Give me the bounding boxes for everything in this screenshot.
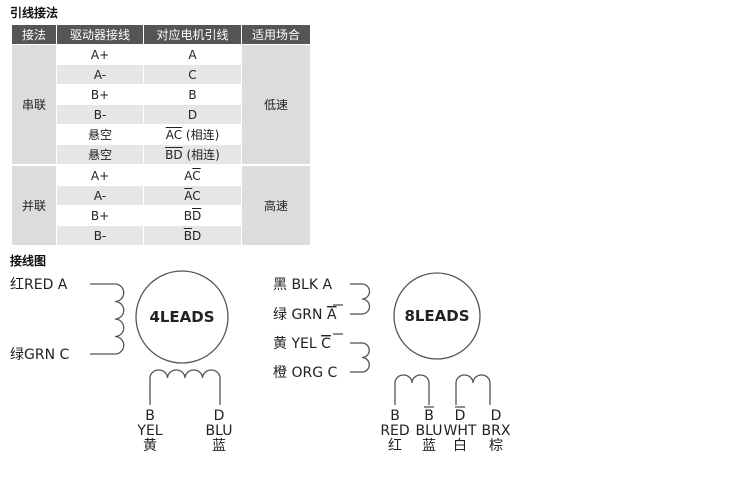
lead-label-red-a: 红RED A <box>10 277 68 293</box>
table-row: A- AC <box>12 185 311 206</box>
table-row: 并联 A+ AC 高速 <box>11 164 311 246</box>
section-title-wiring-method: 引线接法 <box>10 6 59 20</box>
motor-cell: AC (相连) <box>143 124 242 145</box>
lead-cn-blue8: 蓝 <box>422 438 436 454</box>
driver-cell: B+ <box>56 205 144 226</box>
coil-c <box>361 342 370 373</box>
motor-cell: B <box>143 84 242 105</box>
driver-cell: A- <box>56 64 144 85</box>
lead-letter-bbar: B <box>424 408 434 424</box>
driver-cell: B- <box>56 225 144 246</box>
driver-cell: B- <box>56 104 144 125</box>
lead-letter-d: D <box>214 408 225 424</box>
lead-cn-white: 白 <box>453 438 467 454</box>
lead-letter-dbar: D <box>455 408 466 424</box>
header-driver: 驱动器接线 <box>56 24 144 45</box>
wiring-table: 接法 驱动器接线 对应电机引线 适用场合 串联 A+ A 低速 A- C B+ … <box>11 24 311 246</box>
motor-cell: AC <box>143 164 242 186</box>
motor-8leads-circle <box>393 272 481 360</box>
coil-d <box>455 374 491 405</box>
lead-color-blu: BLU <box>206 423 233 439</box>
motor-8leads-label: 8LEADS <box>404 307 469 325</box>
motor-cell: BD <box>143 225 242 246</box>
lead-letter-b8: B <box>390 408 400 424</box>
table-row: B- D <box>12 104 311 125</box>
coil-a <box>361 283 371 315</box>
lead-cn-yellow: 黄 <box>143 437 157 454</box>
lead-color-yel: YEL <box>136 423 162 439</box>
lead-color-blu8: BLU <box>416 423 443 439</box>
header-usage: 适用场合 <box>241 24 311 45</box>
lead-color-brx: BRX <box>482 423 511 439</box>
lead-cn-brown: 棕 <box>489 438 503 454</box>
motor-cell: AC <box>143 185 242 206</box>
header-motor-lead: 对应电机引线 <box>143 24 242 45</box>
lead-letter-b: B <box>145 408 155 424</box>
motor-4leads-label: 4LEADS <box>149 308 214 326</box>
header-method: 接法 <box>11 24 57 45</box>
driver-cell: 悬空 <box>56 124 144 145</box>
lead-color-wht: WHT <box>444 423 477 439</box>
driver-cell: A+ <box>56 44 144 65</box>
driver-cell: A- <box>56 185 144 206</box>
lead-color-red8: RED <box>380 423 409 439</box>
motor-cell: D <box>143 104 242 125</box>
lead-label-grn-c: 绿GRN C <box>10 347 69 363</box>
motor-4leads-circle <box>135 270 229 364</box>
usage-high-speed: 高速 <box>241 164 311 246</box>
lead-cn-blue: 蓝 <box>212 438 226 454</box>
table-row: 悬空 AC (相连) <box>12 124 311 145</box>
driver-cell: A+ <box>56 164 144 186</box>
usage-low-speed: 低速 <box>241 44 311 166</box>
table-row: 串联 A+ A 低速 <box>11 44 311 166</box>
lead-cn-red8: 红 <box>388 438 402 454</box>
lead-label-yel-cbar: 黄 YEL C <box>273 335 331 352</box>
driver-cell: 悬空 <box>56 144 144 166</box>
table-header-row: 接法 驱动器接线 对应电机引线 适用场合 <box>11 24 311 45</box>
lead-label-org-c: 橙 ORG C <box>273 365 338 381</box>
table-row: B- BD <box>12 225 311 246</box>
motor-cell: C <box>143 64 242 85</box>
section-title-wiring-diagram: 接线图 <box>10 254 47 268</box>
table-row: A- C <box>12 64 311 85</box>
coil-ac <box>114 283 125 355</box>
table-row: 悬空 BD (相连) <box>12 144 311 166</box>
coil-b <box>394 374 430 405</box>
lead-label-blk-a: 黑 BLK A <box>273 277 333 293</box>
lead-letter-d8: D <box>491 408 502 424</box>
coil-bd <box>149 369 221 405</box>
lead-label-grn-abar: 绿 GRN A <box>273 307 337 323</box>
